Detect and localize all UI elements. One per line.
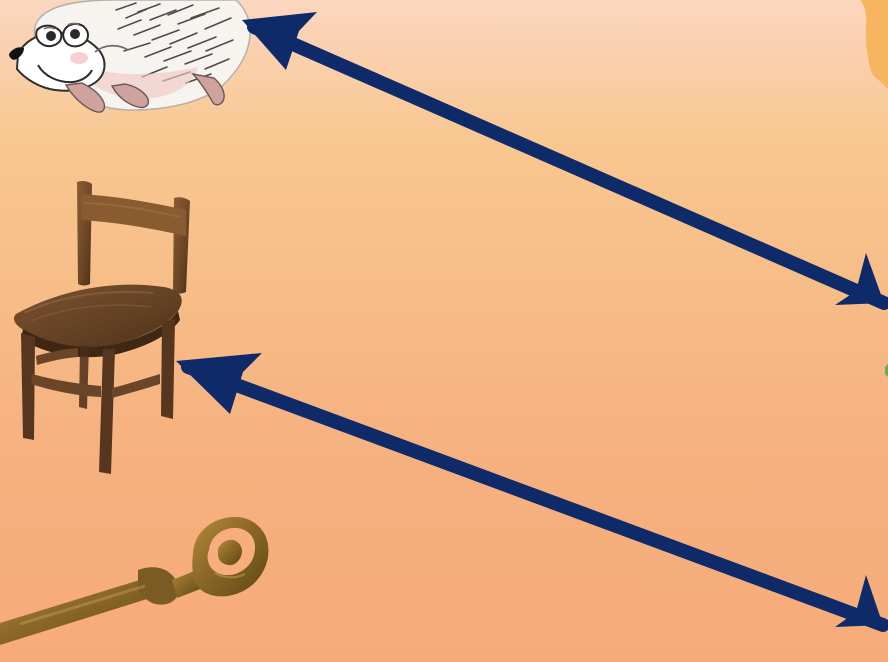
matching-exercise-scene (0, 0, 888, 662)
scene-canvas (0, 0, 888, 662)
